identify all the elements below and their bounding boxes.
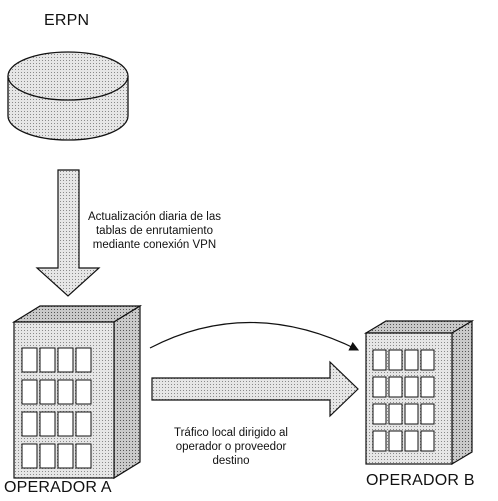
- operator-a-label: OPERADOR A: [4, 479, 112, 496]
- connection-curve-arrow: [149, 321, 360, 351]
- update-arrow: [35, 169, 101, 297]
- update-annotation: Actualización diaria de las tablas de en…: [88, 211, 221, 251]
- database-cylinder-icon: [7, 51, 129, 141]
- operator-b-label: OPERADOR B: [366, 472, 475, 489]
- operator-b-building-icon: [363, 319, 475, 466]
- traffic-arrow: [151, 360, 359, 418]
- operator-a-building-icon: [11, 304, 143, 480]
- erpn-label: ERPN: [44, 12, 90, 29]
- traffic-annotation: Tráfico local dirigido al operador o pro…: [174, 427, 288, 467]
